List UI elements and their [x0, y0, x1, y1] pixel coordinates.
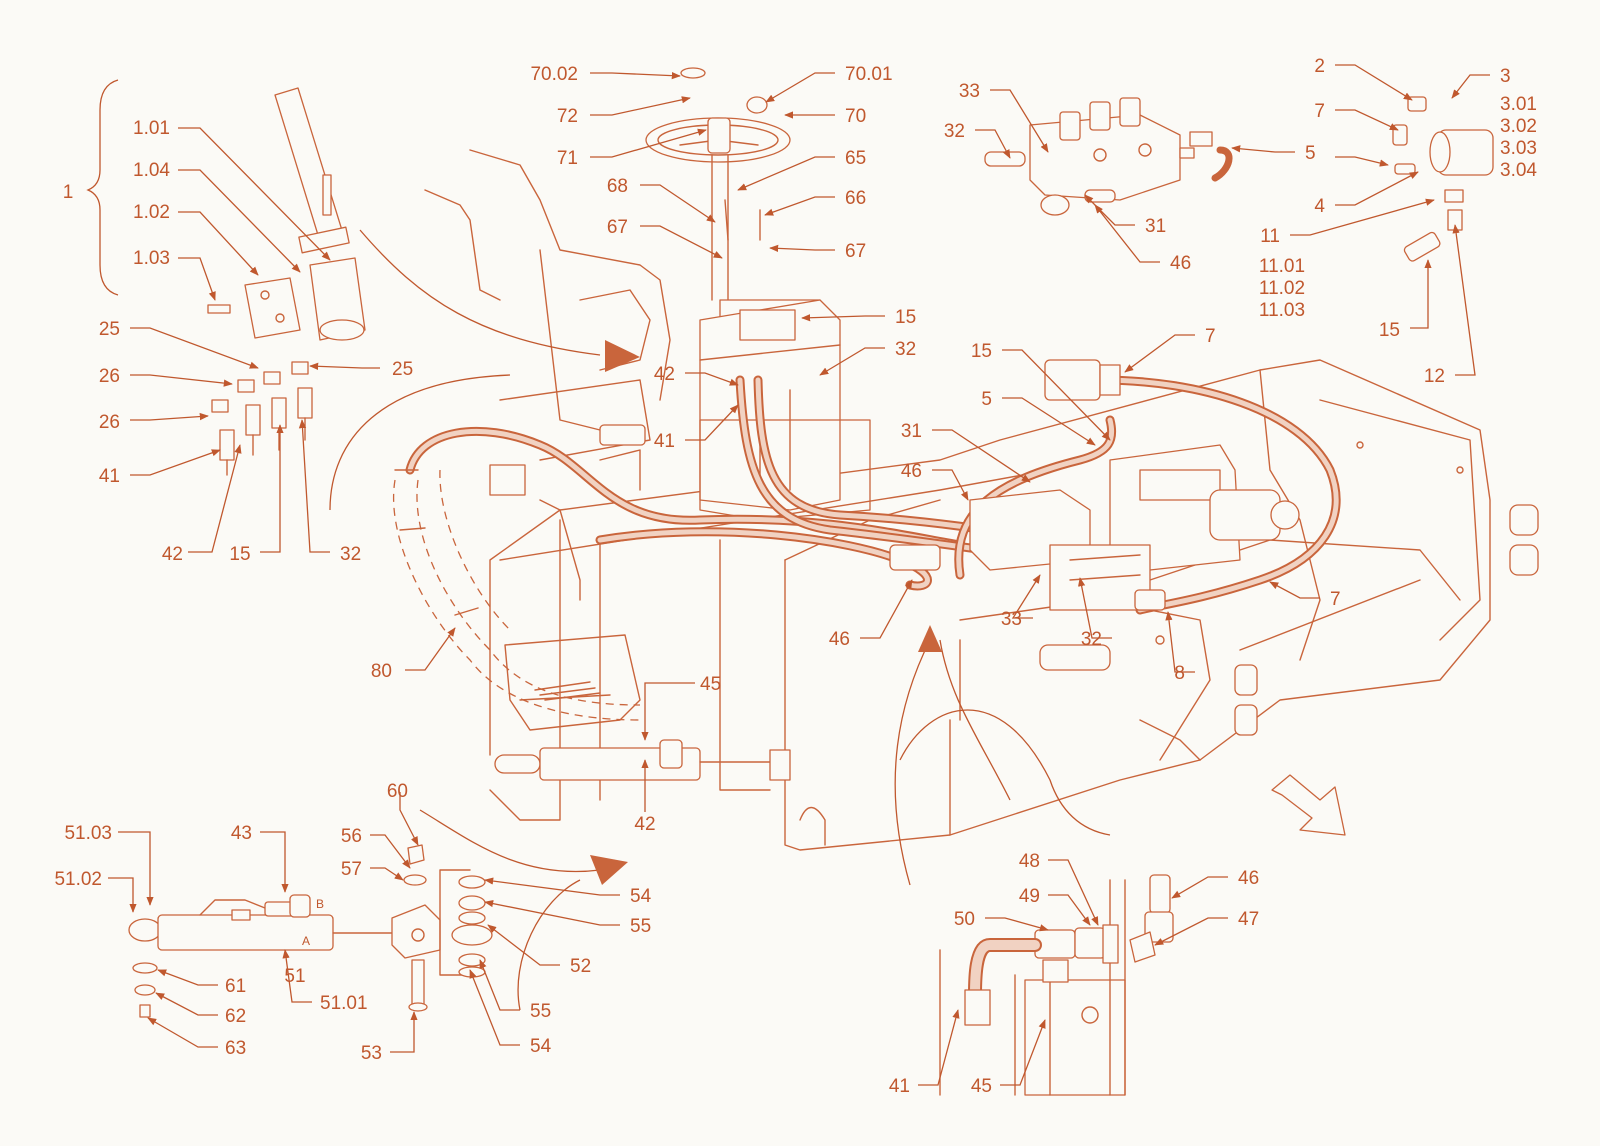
callout-52: 52: [570, 956, 591, 977]
callout-11-01: 11.01: [1259, 256, 1305, 277]
callout-3-04: 3.04: [1500, 160, 1537, 181]
fitting-detail: [939, 874, 1174, 1096]
steering-column-assembly: [645, 67, 871, 521]
callout-61: 61: [225, 976, 246, 997]
callout-42a: 42: [162, 544, 183, 565]
leader-lines: [108, 64, 1490, 1086]
callout-67b: 67: [845, 241, 866, 262]
callout-60: 60: [387, 781, 408, 802]
callout-45a: 45: [700, 674, 721, 695]
callout-15b: 15: [895, 307, 916, 328]
callout-26b: 26: [99, 412, 120, 433]
seat-area: [504, 634, 641, 731]
port-a-label: A: [302, 934, 310, 948]
callout-70: 70: [845, 106, 866, 127]
callout-3-01: 3.01: [1500, 94, 1537, 115]
callout-5b: 5: [981, 389, 992, 410]
steering-cylinder-installed: [494, 739, 791, 781]
callout-54a: 54: [630, 886, 652, 907]
callout-41c: 41: [889, 1076, 910, 1097]
callout-68: 68: [607, 176, 628, 197]
callout-25a: 25: [99, 319, 120, 340]
callout-80: 80: [371, 661, 392, 682]
callout-66: 66: [845, 188, 866, 209]
callout-1-03: 1.03: [133, 248, 170, 269]
callout-67a: 67: [607, 217, 628, 238]
callout-41a: 41: [99, 466, 120, 487]
port-b-label: B: [316, 897, 324, 911]
cylinder-detail: [128, 844, 493, 1018]
callout-51-02: 51.02: [54, 869, 102, 890]
callout-56: 56: [341, 826, 362, 847]
callout-43: 43: [231, 823, 252, 844]
callout-31b: 31: [901, 421, 922, 442]
callout-48: 48: [1019, 851, 1040, 872]
callout-3: 3: [1500, 66, 1511, 87]
callout-51-03: 51.03: [64, 823, 112, 844]
callout-5a: 5: [1305, 143, 1316, 164]
callout-42c: 42: [634, 814, 655, 835]
orbitrol-detail: [86, 79, 366, 476]
callout-71: 71: [557, 148, 578, 169]
callout-51: 51: [284, 966, 305, 987]
callout-49: 49: [1019, 886, 1040, 907]
callout-47: 47: [1238, 909, 1259, 930]
callout-46d: 46: [1238, 868, 1259, 889]
callout-54b: 54: [530, 1036, 552, 1057]
callout-15d: 15: [971, 341, 992, 362]
callout-50: 50: [954, 909, 975, 930]
callout-33a: 33: [959, 81, 980, 102]
callout-70-02: 70.02: [530, 64, 578, 85]
callout-1-02: 1.02: [133, 202, 170, 223]
callout-3-02: 3.02: [1500, 116, 1537, 137]
callout-15a: 15: [229, 544, 250, 565]
callout-51-01: 51.01: [320, 993, 368, 1014]
callout-32b: 32: [895, 339, 916, 360]
callout-42b: 42: [654, 364, 675, 385]
callout-72: 72: [557, 106, 578, 127]
chassis-valve-group: [889, 359, 1300, 611]
dash-panel: [424, 149, 671, 601]
callout-46b: 46: [901, 461, 922, 482]
callout-labels: 1 1.01 1.04 1.02 1.03 25 25 26 26 41 42 …: [54, 56, 1537, 1097]
callout-41b: 41: [654, 431, 675, 452]
callout-11-02: 11.02: [1259, 278, 1305, 299]
callout-7c: 7: [1330, 589, 1341, 610]
callout-7b: 7: [1205, 326, 1216, 347]
callout-70-01: 70.01: [845, 64, 893, 85]
callout-46a: 46: [1170, 253, 1191, 274]
callout-3-03: 3.03: [1500, 138, 1537, 159]
callout-7a: 7: [1314, 101, 1325, 122]
callout-45b: 45: [971, 1076, 992, 1097]
callout-32a: 32: [340, 544, 361, 565]
callout-63: 63: [225, 1038, 246, 1059]
callout-33b: 33: [1001, 609, 1022, 630]
callout-1-01: 1.01: [133, 118, 170, 139]
callout-15c: 15: [1379, 320, 1400, 341]
callout-46c: 46: [829, 629, 850, 650]
callout-32d: 32: [1081, 629, 1102, 650]
callout-2: 2: [1314, 56, 1325, 77]
callout-11: 11: [1260, 226, 1280, 247]
callout-55a: 55: [630, 916, 651, 937]
callout-32c: 32: [944, 121, 965, 142]
callout-55b: 55: [530, 1001, 551, 1022]
callout-8: 8: [1174, 663, 1185, 684]
callout-1-04: 1.04: [133, 160, 170, 181]
callout-62: 62: [225, 1006, 246, 1027]
callout-12: 12: [1424, 366, 1445, 387]
callout-1: 1: [63, 182, 74, 203]
callout-53: 53: [361, 1043, 382, 1064]
callout-11-03: 11.03: [1259, 300, 1305, 321]
callout-31a: 31: [1145, 216, 1166, 237]
callout-26a: 26: [99, 366, 120, 387]
callout-25b: 25: [392, 359, 413, 380]
callout-65: 65: [845, 148, 866, 169]
callout-57: 57: [341, 859, 362, 880]
callout-4: 4: [1314, 196, 1325, 217]
flow-arrows: [329, 229, 1346, 1011]
valve-block-detail: [984, 96, 1494, 262]
